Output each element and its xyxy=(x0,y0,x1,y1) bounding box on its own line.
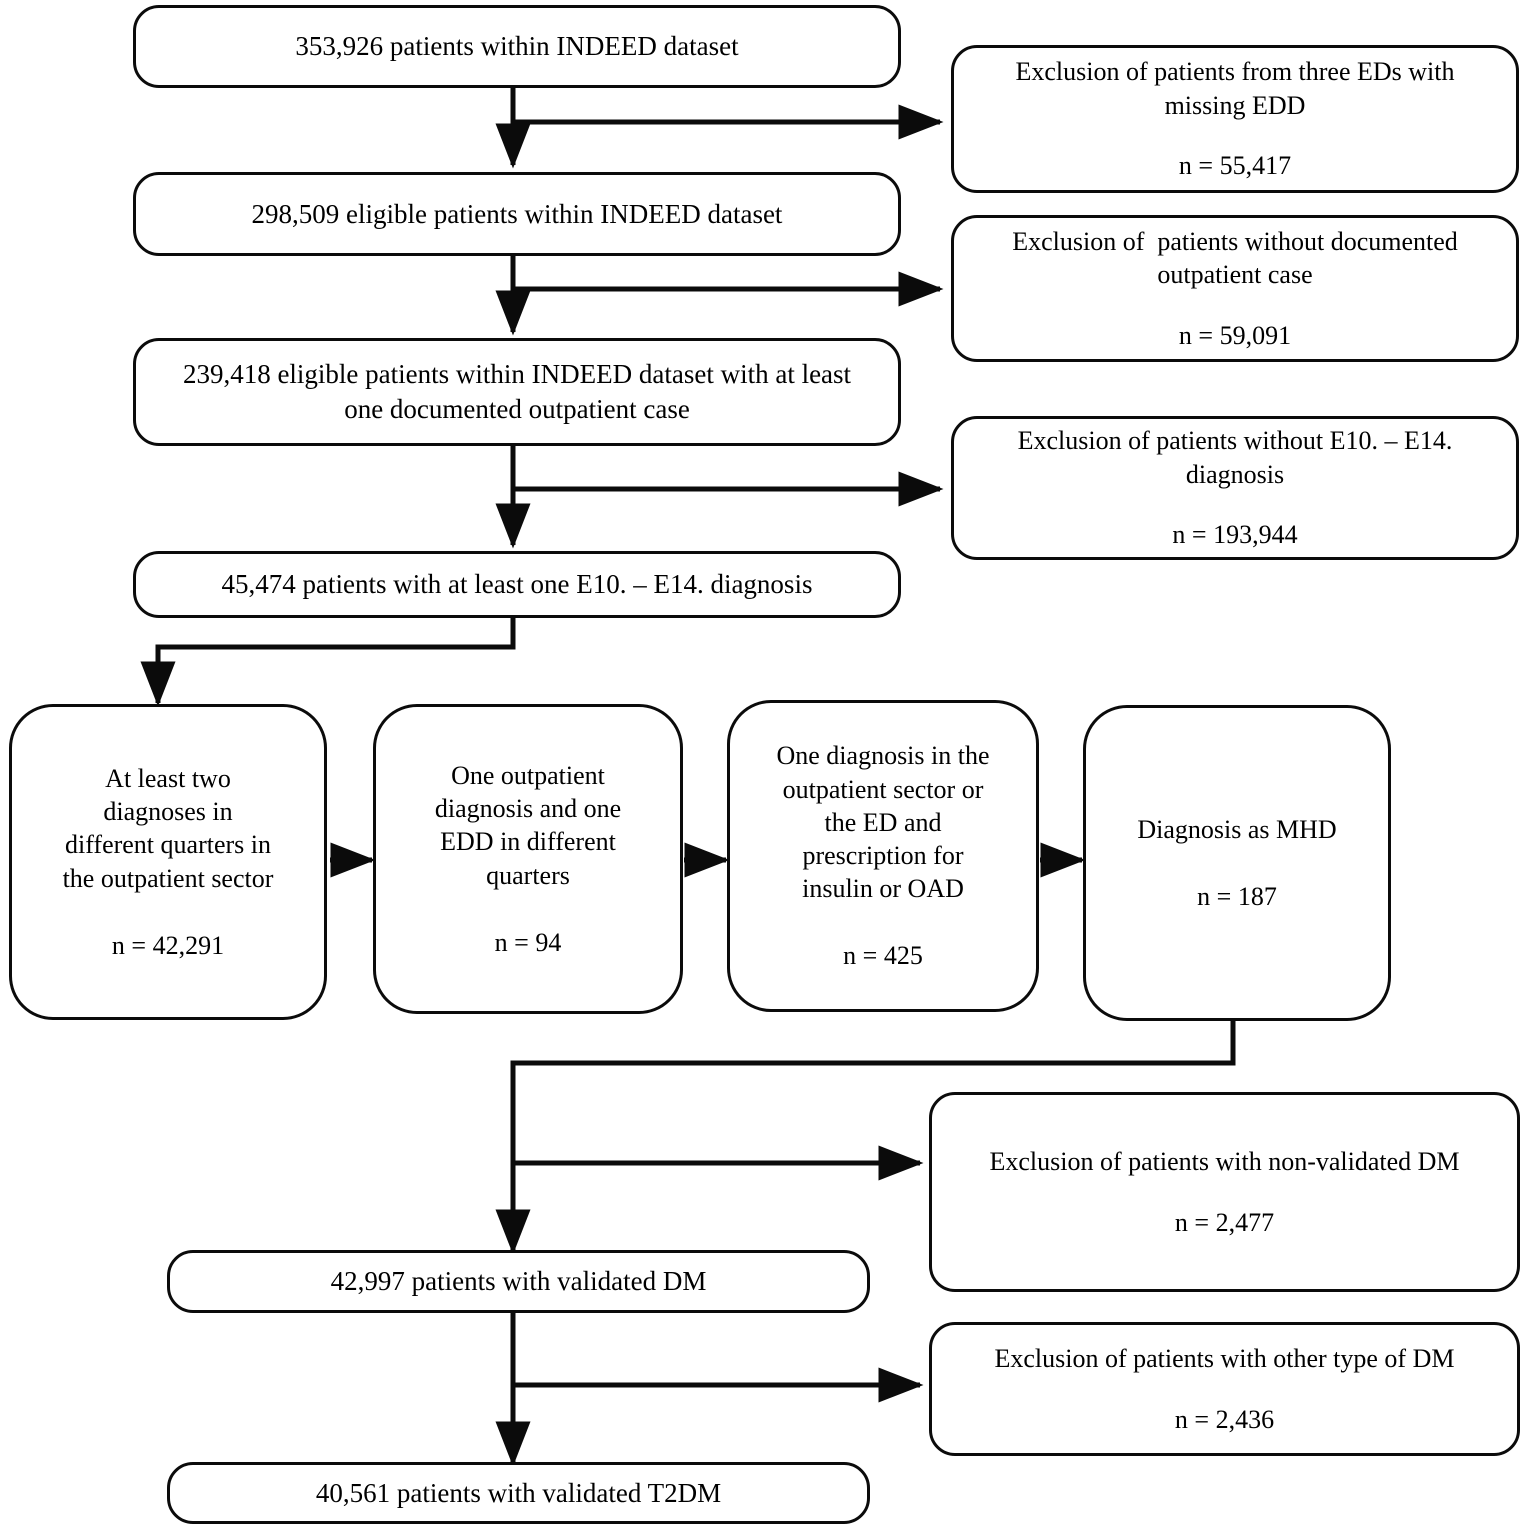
node-eligible-cohort: 298,509 eligible patients within INDEED … xyxy=(133,172,901,256)
node-count-value: n = 55,417 xyxy=(1178,151,1292,181)
node-criteria-diagnosis-and-prescription: One diagnosis in the outpatient sector o… xyxy=(727,700,1039,1012)
node-exclusion-missing-edd: Exclusion of patients from three EDs wit… xyxy=(951,45,1519,193)
node-text-line: insulin or OAD xyxy=(802,874,964,904)
node-text-line: missing EDD xyxy=(1164,90,1306,120)
node-text-line: outpatient case xyxy=(1157,260,1313,290)
connector-e10e14-to-criteria xyxy=(140,618,516,707)
node-criteria-two-outpatient-diagnoses: At least two diagnoses in different quar… xyxy=(9,704,327,1020)
node-text-line: Exclusion of patients without documented xyxy=(1012,226,1458,256)
node-text-line: One diagnosis in the xyxy=(776,741,990,771)
node-count-value: n = 187 xyxy=(1197,881,1277,911)
node-text-line: 45,474 patients with at least one E10. –… xyxy=(221,569,813,600)
node-text-line: different quarters in xyxy=(65,830,271,860)
node-text-line: Exclusion of patients with non-validated… xyxy=(989,1147,1460,1177)
node-criteria-diagnosis-as-mhd: Diagnosis as MHD n = 187 xyxy=(1083,705,1391,1021)
node-text-line: one documented outpatient case xyxy=(344,394,690,424)
node-text-line: 42,997 patients with validated DM xyxy=(330,1266,707,1297)
node-eligible-outpatient-cohort: 239,418 eligible patients within INDEED … xyxy=(133,338,901,446)
node-text-line: 40,561 patients with validated T2DM xyxy=(315,1477,722,1508)
node-text-line: diagnosis xyxy=(1185,459,1285,489)
node-count-value: n = 59,091 xyxy=(1178,320,1292,350)
node-validated-t2dm-cohort: 40,561 patients with validated T2DM xyxy=(167,1462,870,1524)
node-text-line: At least two xyxy=(105,763,231,793)
node-text-line: the ED and xyxy=(824,807,942,837)
node-count-value: n = 193,944 xyxy=(1172,520,1298,550)
node-text-line: diagnosis and one xyxy=(434,794,622,824)
node-text-line: 298,509 eligible patients within INDEED … xyxy=(251,198,783,229)
node-text-line: the outpatient sector xyxy=(62,863,274,893)
node-text-line: One outpatient xyxy=(451,760,605,790)
node-exclusion-other-type-dm: Exclusion of patients with other type of… xyxy=(929,1322,1520,1456)
node-text-line: Diagnosis as MHD xyxy=(1137,814,1337,844)
node-count-value: n = 2,477 xyxy=(1174,1207,1275,1237)
node-text-line: 353,926 patients within INDEED dataset xyxy=(295,31,739,62)
node-text-line: quarters xyxy=(486,860,570,890)
node-count-value: n = 425 xyxy=(843,941,923,971)
node-count-value: n = 2,436 xyxy=(1174,1404,1275,1434)
node-text-line: Exclusion of patients with other type of… xyxy=(994,1344,1455,1374)
node-text-line: 239,418 eligible patients within INDEED … xyxy=(182,359,852,390)
node-text-line: prescription for xyxy=(802,841,964,871)
node-text-line: diagnoses in xyxy=(103,797,233,827)
node-exclusion-no-outpatient-case: Exclusion of patients without documented… xyxy=(951,215,1519,362)
node-text-line: EDD in different xyxy=(440,827,616,857)
node-total-cohort: 353,926 patients within INDEED dataset xyxy=(133,5,901,88)
node-count-value: n = 94 xyxy=(494,927,562,957)
node-criteria-outpatient-and-edd: One outpatient diagnosis and one EDD in … xyxy=(373,704,683,1014)
node-text-line: outpatient sector or xyxy=(782,774,984,804)
node-count-value: n = 42,291 xyxy=(111,930,225,960)
node-text-line: Exclusion of patients from three EDs wit… xyxy=(1015,57,1455,87)
node-e10-e14-cohort: 45,474 patients with at least one E10. –… xyxy=(133,551,901,618)
node-text-line: Exclusion of patients without E10. – E14… xyxy=(1017,426,1453,456)
node-validated-dm-cohort: 42,997 patients with validated DM xyxy=(167,1250,870,1313)
node-exclusion-non-validated-dm: Exclusion of patients with non-validated… xyxy=(929,1092,1520,1292)
node-exclusion-no-e10-e14: Exclusion of patients without E10. – E14… xyxy=(951,416,1519,560)
